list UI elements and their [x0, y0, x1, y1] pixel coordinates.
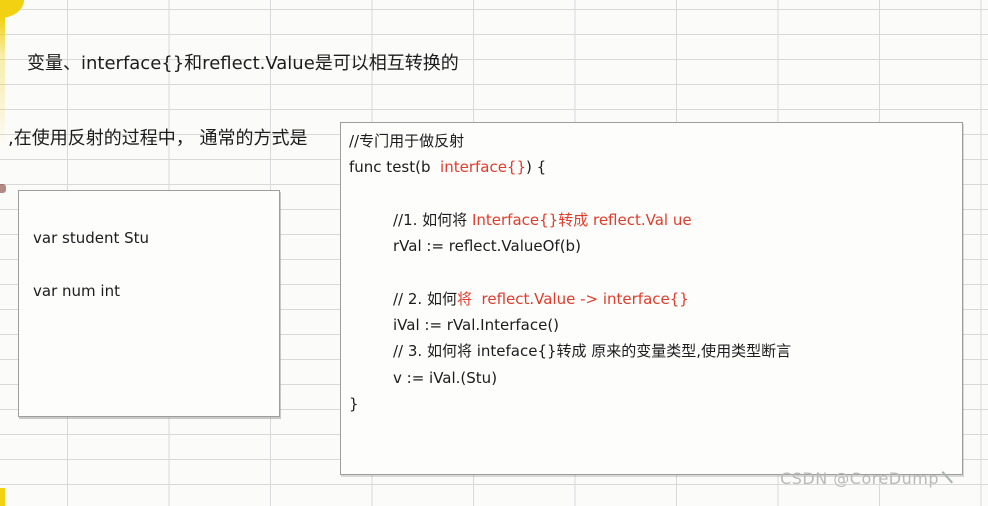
code-segment: Interface{}转成 reflect.Val ue — [471, 210, 692, 229]
var-student-line: var student Stu — [33, 229, 150, 247]
code-segment: ) { — [526, 158, 547, 177]
intro-line-1: 变量、interface{}和reflect.Value是可以相互转换的 — [27, 53, 459, 74]
red-edge-mark — [0, 184, 6, 193]
var-num-line: var num int — [33, 282, 120, 300]
yellow-left-strip — [0, 0, 5, 150]
code-line: // 3. 如何将 inteface{}转成 原来的变量类型,使用类型断言 — [349, 338, 962, 364]
pen-cursor-mark — [941, 471, 954, 484]
code-lines: //专门用于做反射 func test(b interface{}) { //1.… — [341, 123, 962, 417]
code-segment: interface{} — [440, 158, 527, 177]
yellow-bottom-mark — [0, 488, 5, 506]
intro-line-2: ,在使用反射的过程中， 通常的方式是 — [8, 128, 308, 149]
code-line: func test(b interface{}) { — [349, 154, 962, 180]
watermark-text: CSDN @CoreDump — [780, 469, 939, 488]
watermark: CSDN @CoreDump — [780, 469, 958, 488]
variables-box: var student Stu var num int — [18, 190, 280, 417]
code-line: v := iVal.(Stu) — [349, 365, 962, 391]
code-line — [349, 181, 962, 207]
code-segment: 将 reflect.Value -> interface{} — [456, 289, 689, 308]
code-segment: v := iVal.(Stu) — [393, 368, 498, 387]
code-line: iVal := rVal.Interface() — [349, 312, 962, 338]
yellow-marker-blob — [0, 0, 24, 18]
code-segment: } — [349, 394, 359, 413]
code-line: //专门用于做反射 — [349, 128, 962, 154]
code-segment: //专门用于做反射 — [349, 132, 465, 150]
code-line: // 2. 如何将 reflect.Value -> interface{} — [349, 286, 962, 312]
code-box: //专门用于做反射 func test(b interface{}) { //1.… — [340, 122, 963, 475]
code-line — [349, 259, 962, 285]
code-segment: iVal := rVal.Interface() — [393, 316, 560, 335]
intro-text: 变量、interface{}和reflect.Value是可以相互转换的 ,在使… — [8, 1, 459, 201]
code-line: //1. 如何将 Interface{}转成 reflect.Val ue — [349, 207, 962, 233]
code-segment: // 2. 如何 — [393, 289, 457, 308]
code-segment: // 3. 如何将 inteface{}转成 原来的变量类型,使用类型断言 — [393, 342, 792, 361]
code-line: } — [349, 391, 962, 417]
code-segment: func test(b — [349, 158, 441, 177]
code-segment: rVal := reflect.ValueOf(b) — [393, 237, 581, 256]
code-line: rVal := reflect.ValueOf(b) — [349, 233, 962, 259]
code-segment: //1. 如何将 — [393, 210, 472, 229]
